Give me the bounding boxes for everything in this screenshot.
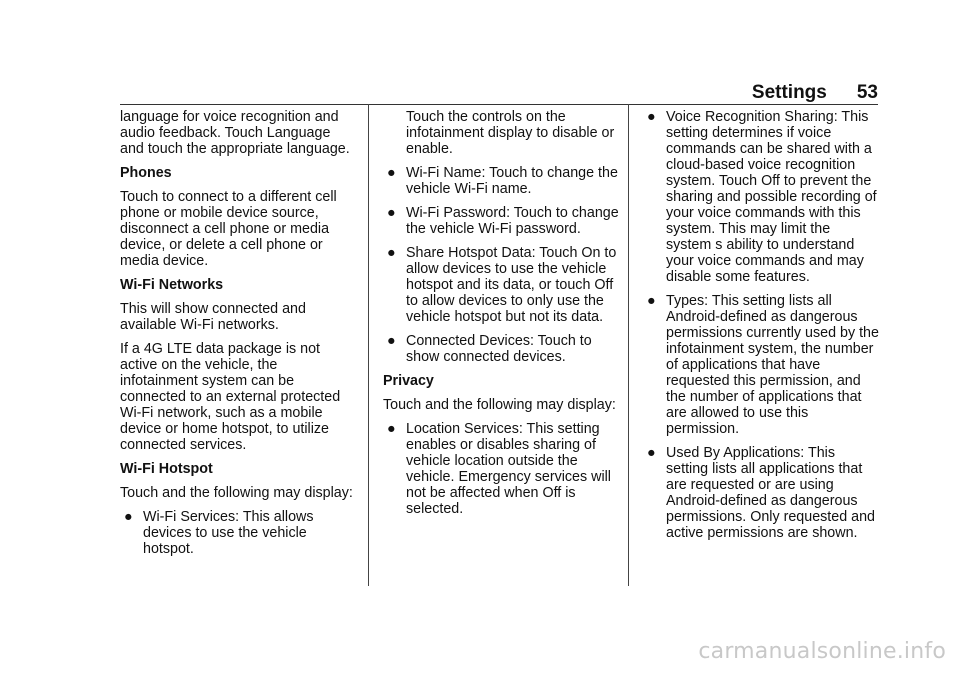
watermark: carmanualsonline.info [698,639,946,664]
header-rule [120,104,878,105]
bullet-item: ● Wi-Fi Name: Touch to change the vehicl… [383,165,619,197]
bullet-text: Wi-Fi Services: This allows devices to u… [143,509,314,557]
bullet-icon: ● [647,109,656,125]
paragraph: If a 4G LTE data package is not active o… [120,341,341,453]
bullet-item: ● Used By Applications: This setting lis… [643,445,879,541]
bullet-icon: ● [387,245,396,261]
column-divider-2 [628,104,629,586]
bullet-icon: ● [647,293,656,309]
paragraph: language for voice recognition and audio… [120,109,350,157]
paragraph: Touch to connect to a different cell pho… [120,189,337,269]
bullet-icon: ● [387,165,396,181]
bullet-icon: ● [124,509,133,525]
column-3: ● Voice Recognition Sharing: This settin… [643,109,879,549]
page-number: 53 [856,82,878,103]
bullet-text: Share Hotspot Data: Touch On to allow de… [406,245,617,325]
column-divider-1 [368,104,369,586]
bullet-item: ● Connected Devices: Touch to show conne… [383,333,619,365]
heading-privacy: Privacy [383,373,434,389]
column-2: Touch the controls on the infotainment d… [383,109,619,525]
bullet-text: Types: This setting lists all Android-de… [666,293,879,437]
bullet-icon: ● [387,205,396,221]
bullet-item: ● Wi-Fi Services: This allows devices to… [120,509,356,557]
section-title: Settings [751,82,827,103]
column-1: language for voice recognition and audio… [120,109,356,565]
bullet-text: Wi-Fi Name: Touch to change the vehicle … [406,165,618,197]
bullet-item: ● Wi-Fi Password: Touch to change the ve… [383,205,619,237]
bullet-text: Voice Recognition Sharing: This setting … [666,109,877,285]
page-header: Settings 53 [120,82,878,104]
heading-wifi-hotspot: Wi-Fi Hotspot [120,461,213,477]
bullet-continuation: Touch the controls on the infotainment d… [406,109,615,157]
bullet-item: ● Voice Recognition Sharing: This settin… [643,109,879,285]
heading-phones: Phones [120,165,172,181]
bullet-icon: ● [387,421,396,437]
paragraph: Touch and the following may display: [383,397,616,413]
bullet-icon: ● [387,333,396,349]
bullet-item: ● Types: This setting lists all Android-… [643,293,879,437]
paragraph: This will show connected and available W… [120,301,306,333]
bullet-text: Connected Devices: Touch to show connect… [406,333,592,365]
heading-wifi-networks: Wi-Fi Networks [120,277,224,293]
bullet-text: Used By Applications: This setting lists… [666,445,876,541]
bullet-item: ● Location Services: This setting enable… [383,421,619,517]
bullet-text: Wi-Fi Password: Touch to change the vehi… [406,205,619,237]
bullet-icon: ● [647,445,656,461]
bullet-item: ● Share Hotspot Data: Touch On to allow … [383,245,619,325]
paragraph: Touch and the following may display: [120,485,353,501]
bullet-text: Location Services: This setting enables … [406,421,611,517]
